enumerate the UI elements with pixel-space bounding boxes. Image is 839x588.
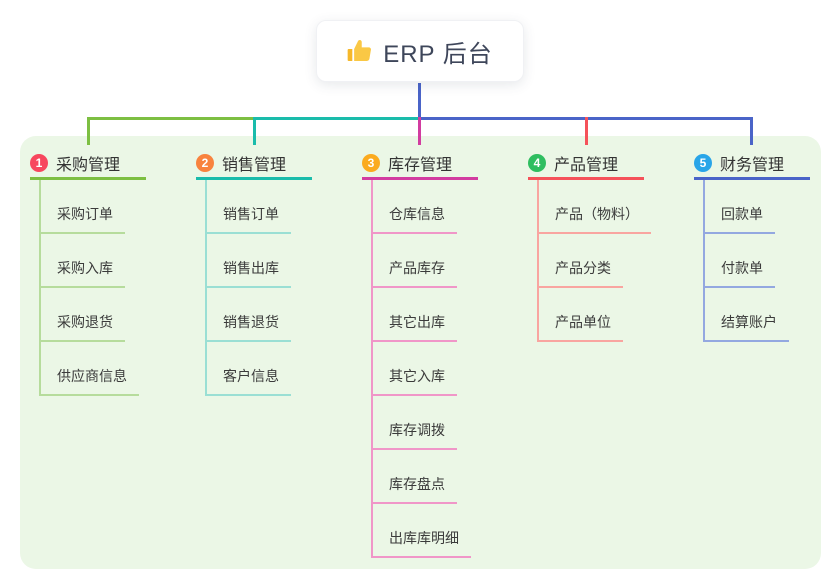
branch-children-purchase: 采购订单 采购入库 采购退货 供应商信息 bbox=[39, 180, 139, 396]
connector-drop-purchase bbox=[87, 117, 90, 145]
branch-title: 库存管理 bbox=[388, 157, 453, 174]
branch-header-product[interactable]: 4 产品管理 bbox=[528, 149, 644, 180]
branch-header-sales[interactable]: 2 销售管理 bbox=[196, 149, 312, 180]
branch-children-sales: 销售订单 销售出库 销售退货 客户信息 bbox=[205, 180, 291, 396]
child-node[interactable]: 产品（物料） bbox=[539, 180, 651, 234]
connector-drop-inventory bbox=[418, 117, 421, 145]
branch-children-finance: 回款单 付款单 结算账户 bbox=[703, 180, 789, 342]
child-node[interactable]: 采购入库 bbox=[41, 234, 125, 288]
child-node[interactable]: 结算账户 bbox=[705, 288, 789, 342]
child-node[interactable]: 库存调拨 bbox=[373, 396, 457, 450]
child-node[interactable]: 回款单 bbox=[705, 180, 775, 234]
branch-purchase: 1 采购管理 采购订单 采购入库 采购退货 供应商信息 bbox=[30, 149, 146, 396]
thumbs-up-icon bbox=[347, 38, 373, 64]
branch-number-badge: 1 bbox=[30, 154, 48, 172]
child-node[interactable]: 销售订单 bbox=[207, 180, 291, 234]
branch-children-inventory: 仓库信息 产品库存 其它出库 其它入库 库存调拨 库存盘点 出库库明细 bbox=[371, 180, 471, 558]
child-node[interactable]: 库存盘点 bbox=[373, 450, 457, 504]
child-node[interactable]: 出库库明细 bbox=[373, 504, 471, 558]
branch-number-badge: 4 bbox=[528, 154, 546, 172]
branch-header-inventory[interactable]: 3 库存管理 bbox=[362, 149, 478, 180]
child-node[interactable]: 采购退货 bbox=[41, 288, 125, 342]
child-node[interactable]: 客户信息 bbox=[207, 342, 291, 396]
branch-number-badge: 3 bbox=[362, 154, 380, 172]
branch-product: 4 产品管理 产品（物料） 产品分类 产品单位 bbox=[528, 149, 651, 342]
child-node[interactable]: 仓库信息 bbox=[373, 180, 457, 234]
branch-number-badge: 2 bbox=[196, 154, 214, 172]
connector-trunk bbox=[418, 83, 421, 118]
branches-panel bbox=[20, 136, 821, 569]
connector-drop-sales bbox=[253, 117, 256, 145]
connector-drop-product bbox=[585, 117, 588, 145]
child-node[interactable]: 采购订单 bbox=[41, 180, 125, 234]
branch-title: 产品管理 bbox=[554, 157, 619, 174]
branch-children-product: 产品（物料） 产品分类 产品单位 bbox=[537, 180, 651, 342]
child-node[interactable]: 销售退货 bbox=[207, 288, 291, 342]
branch-header-purchase[interactable]: 1 采购管理 bbox=[30, 149, 146, 180]
child-node[interactable]: 其它出库 bbox=[373, 288, 457, 342]
connector-drop-finance bbox=[750, 117, 753, 145]
branch-number-badge: 5 bbox=[694, 154, 712, 172]
child-node[interactable]: 销售出库 bbox=[207, 234, 291, 288]
branch-title: 财务管理 bbox=[720, 157, 785, 174]
child-node[interactable]: 供应商信息 bbox=[41, 342, 139, 396]
branch-title: 采购管理 bbox=[56, 157, 121, 174]
root-title: ERP 后台 bbox=[383, 40, 493, 68]
branch-finance: 5 财务管理 回款单 付款单 结算账户 bbox=[694, 149, 810, 342]
child-node[interactable]: 付款单 bbox=[705, 234, 775, 288]
branch-title: 销售管理 bbox=[222, 157, 287, 174]
branch-sales: 2 销售管理 销售订单 销售出库 销售退货 客户信息 bbox=[196, 149, 312, 396]
connector-bus-sales bbox=[253, 117, 420, 120]
child-node[interactable]: 产品分类 bbox=[539, 234, 623, 288]
child-node[interactable]: 产品库存 bbox=[373, 234, 457, 288]
child-node[interactable]: 产品单位 bbox=[539, 288, 623, 342]
branch-inventory: 3 库存管理 仓库信息 产品库存 其它出库 其它入库 库存调拨 库存盘点 出库库… bbox=[362, 149, 478, 558]
branch-header-finance[interactable]: 5 财务管理 bbox=[694, 149, 810, 180]
child-node[interactable]: 其它入库 bbox=[373, 342, 457, 396]
connector-bus-purchase bbox=[87, 117, 255, 120]
root-node[interactable]: ERP 后台 bbox=[316, 20, 524, 82]
